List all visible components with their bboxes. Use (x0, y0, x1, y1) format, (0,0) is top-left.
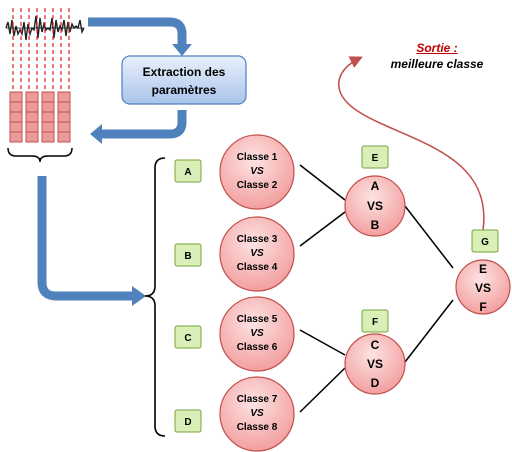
feature-vector-4 (57, 91, 71, 143)
svg-text:F: F (479, 300, 486, 314)
label-boxes: A B C D E F G (174, 145, 499, 433)
output-title: Sortie : (416, 41, 458, 55)
arrow-from-extraction (102, 110, 187, 139)
tree-edges (299, 164, 454, 413)
feature-vector-1 (9, 91, 23, 143)
merge-node-cd: C VS D (344, 333, 406, 395)
blue-arrows (37, 17, 187, 301)
label-a: A (184, 167, 191, 178)
label-box-b: B (174, 243, 202, 267)
label-e: E (372, 153, 379, 164)
svg-text:Classe 2: Classe 2 (237, 180, 278, 191)
svg-text:D: D (371, 376, 380, 390)
svg-text:VS: VS (367, 357, 383, 371)
svg-text:Classe 3: Classe 3 (237, 234, 278, 245)
output-label: Sortie : meilleure classe (372, 40, 502, 72)
merge-nodes: A VS B C VS D E VS F (344, 175, 511, 395)
label-d: D (184, 417, 191, 428)
waveform-icon (5, 15, 85, 41)
output-subtitle: meilleure classe (390, 57, 484, 71)
svg-text:Classe 6: Classe 6 (237, 342, 278, 353)
feature-vectors (9, 91, 71, 143)
svg-text:C: C (371, 338, 380, 352)
classifier-nodes: Classe 1 VS Classe 2 Classe 3 VS Classe … (219, 134, 295, 452)
classifier-node-3: Classe 5 VS Classe 6 (219, 296, 295, 372)
label-box-e: E (361, 145, 389, 169)
label-g: G (481, 237, 489, 248)
svg-text:Classe 1: Classe 1 (237, 152, 278, 163)
svg-text:VS: VS (250, 166, 264, 177)
label-box-d: D (174, 409, 202, 433)
label-c: C (184, 333, 191, 344)
label-f: F (372, 317, 378, 328)
extraction-line2: paramètres (152, 83, 217, 97)
label-box-c: C (174, 325, 202, 349)
feature-vector-2 (25, 91, 39, 143)
arrow-head-1 (172, 44, 192, 56)
arrow-head-3 (132, 286, 146, 306)
arrow-head-2 (90, 124, 102, 144)
svg-text:VS: VS (250, 248, 264, 259)
extraction-line1: Extraction des (143, 65, 226, 79)
features-brace (7, 147, 73, 163)
arrow-to-classifiers (37, 176, 132, 301)
label-box-a: A (174, 159, 202, 183)
svg-text:A: A (371, 179, 380, 193)
merge-node-ef: E VS F (455, 259, 511, 315)
arrow-to-extraction (88, 17, 187, 44)
label-b: B (184, 251, 191, 262)
classifiers-brace (144, 157, 166, 437)
feature-vector-3 (41, 91, 55, 143)
classifier-node-2: Classe 3 VS Classe 4 (219, 216, 295, 292)
svg-text:VS: VS (250, 408, 264, 419)
svg-text:B: B (371, 218, 380, 232)
svg-text:Classe 5: Classe 5 (237, 314, 278, 325)
output-curve (338, 56, 485, 231)
svg-text:VS: VS (367, 199, 383, 213)
classifier-node-4: Classe 7 VS Classe 8 (219, 376, 295, 452)
extraction-box: Extraction des paramètres (121, 55, 247, 105)
svg-text:VS: VS (475, 281, 491, 295)
svg-text:Classe 8: Classe 8 (237, 422, 278, 433)
svg-text:Classe 4: Classe 4 (237, 262, 278, 273)
svg-text:E: E (479, 262, 487, 276)
merge-node-ab: A VS B (344, 175, 406, 237)
svg-text:VS: VS (250, 328, 264, 339)
classifier-node-1: Classe 1 VS Classe 2 (219, 134, 295, 210)
label-box-g: G (471, 229, 499, 253)
svg-text:Classe 7: Classe 7 (237, 394, 278, 405)
label-box-f: F (361, 309, 389, 333)
